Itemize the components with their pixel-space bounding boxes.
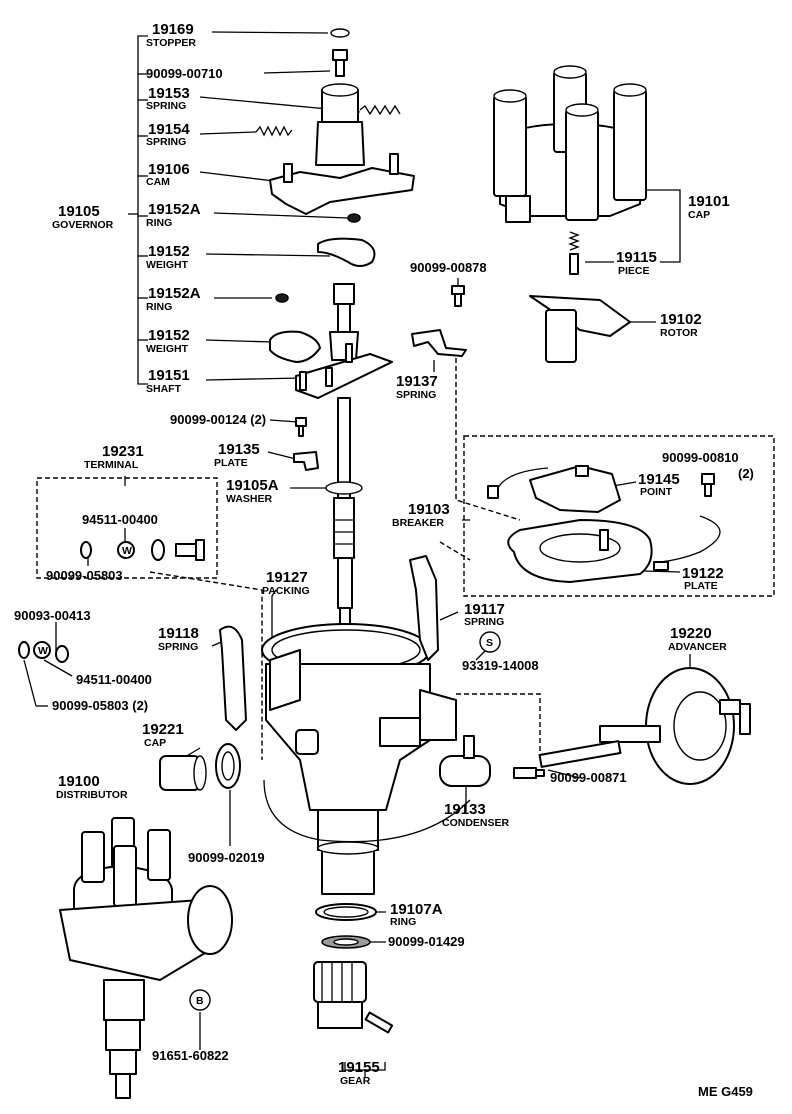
- spring-153-number: 19153: [148, 85, 190, 102]
- clip-008-number: 93319-14008: [462, 658, 539, 673]
- part-labels: 19169 STOPPER 90099-00710 19153 SPRING 1…: [14, 21, 754, 1099]
- housing: [261, 555, 501, 1034]
- advancer-number: 19220: [670, 625, 712, 642]
- cap-221-name: CAP: [144, 737, 166, 749]
- washer-number: 19105A: [226, 477, 279, 494]
- screw-810-qty: (2): [738, 466, 754, 481]
- screw-871-number: 90099-00871: [550, 770, 627, 785]
- oring-marker: B: [196, 995, 204, 1007]
- piece-name: PIECE: [618, 265, 650, 277]
- screw-878-number: 90099-00878: [410, 260, 487, 275]
- terminal-name: TERMINAL: [84, 459, 139, 471]
- cam-name: CAM: [146, 176, 170, 188]
- condenser-name: CONDENSER: [442, 817, 510, 829]
- cap-221-number: 19221: [142, 721, 184, 738]
- packing-name: PACKING: [262, 585, 310, 597]
- spring-153-name: SPRING: [146, 100, 186, 112]
- washer-413-number: 90093-00413: [14, 608, 91, 623]
- spring-117-name: SPRING: [464, 616, 504, 628]
- rotor-name: ROTOR: [660, 327, 698, 339]
- cam-number: 19106: [148, 161, 190, 178]
- washer-803-b-number: 90099-05803 (2): [52, 698, 148, 713]
- stopper-name: STOPPER: [146, 37, 196, 49]
- weight-1-number: 19152: [148, 243, 190, 260]
- governor-number: 19105: [58, 203, 100, 220]
- weight-2-number: 19152: [148, 327, 190, 344]
- spring-118-name: SPRING: [158, 641, 198, 653]
- breaker-name: BREAKER: [392, 517, 444, 529]
- plate-135-name: PLATE: [214, 457, 248, 469]
- breaker-parts: [487, 465, 721, 583]
- plate-135-number: 19135: [218, 441, 260, 458]
- weight-2-name: WEIGHT: [146, 343, 189, 355]
- ring-107a-number: 19107A: [390, 901, 443, 918]
- point-number: 19145: [638, 471, 680, 488]
- ring-2-number: 19152A: [148, 285, 201, 302]
- washer-name: WASHER: [226, 493, 273, 505]
- governor-parts: [255, 28, 415, 639]
- oring-019-number: 90099-02019: [188, 850, 265, 865]
- spring-118-number: 19118: [158, 625, 199, 642]
- spring-117-number: 19117: [464, 601, 505, 618]
- distributor-number: 19100: [58, 773, 100, 790]
- terminal-number: 19231: [102, 443, 144, 460]
- screw-124-number: 90099-00124 (2): [170, 412, 266, 427]
- gear-number: 19155: [338, 1059, 380, 1076]
- washer-marker-a: W: [122, 545, 132, 557]
- oring-822-number: 91651-60822: [152, 1048, 229, 1063]
- stopper-number: 19169: [152, 21, 194, 38]
- advancer-name: ADVANCER: [668, 641, 727, 653]
- rotor-number: 19102: [660, 311, 702, 328]
- washer-429-number: 90099-01429: [388, 934, 465, 949]
- distributor-assembly: [59, 817, 233, 1099]
- spring-154-name: SPRING: [146, 136, 186, 148]
- ring-2-name: RING: [146, 301, 172, 313]
- gear-name: GEAR: [340, 1075, 371, 1087]
- cap-name: CAP: [688, 209, 710, 221]
- washer-803-a-number: 90099-05803: [46, 568, 123, 583]
- weight-1-name: WEIGHT: [146, 259, 189, 271]
- ring-1-number: 19152A: [148, 201, 201, 218]
- snap-marker: S: [486, 637, 493, 649]
- terminal-group-box: [36, 477, 218, 579]
- figure-code: ME G459: [698, 1084, 753, 1099]
- spring-137-number: 19137: [396, 373, 438, 390]
- plate-122-number: 19122: [682, 565, 724, 582]
- advancer-parts: [513, 667, 751, 785]
- breaker-number: 19103: [408, 501, 450, 518]
- point-name: POINT: [640, 486, 673, 498]
- terminal-parts: [18, 539, 247, 791]
- washer-marker-b: W: [38, 645, 48, 657]
- shaft-number: 19151: [148, 367, 190, 384]
- ring-1-name: RING: [146, 217, 172, 229]
- ring-107a-name: RING: [390, 916, 416, 928]
- bolt-710-number: 90099-00710: [146, 66, 223, 81]
- nut-400-b-number: 94511-00400: [76, 672, 152, 687]
- spring-154-number: 19154: [148, 121, 190, 138]
- screw-810-number: 90099-00810: [662, 450, 739, 465]
- cap-number: 19101: [688, 193, 730, 210]
- nut-400-a-number: 94511-00400: [82, 512, 158, 527]
- plate-122-name: PLATE: [684, 580, 718, 592]
- breaker-group-box: [463, 435, 775, 597]
- packing-number: 19127: [266, 569, 308, 586]
- shaft-name: SHAFT: [146, 383, 182, 395]
- cap-and-rotor: [411, 65, 647, 363]
- spring-137-name: SPRING: [396, 389, 436, 401]
- piece-number: 19115: [616, 249, 657, 266]
- condenser-number: 19133: [444, 801, 486, 818]
- governor-name: GOVERNOR: [52, 219, 114, 231]
- distributor-name: DISTRIBUTOR: [56, 789, 128, 801]
